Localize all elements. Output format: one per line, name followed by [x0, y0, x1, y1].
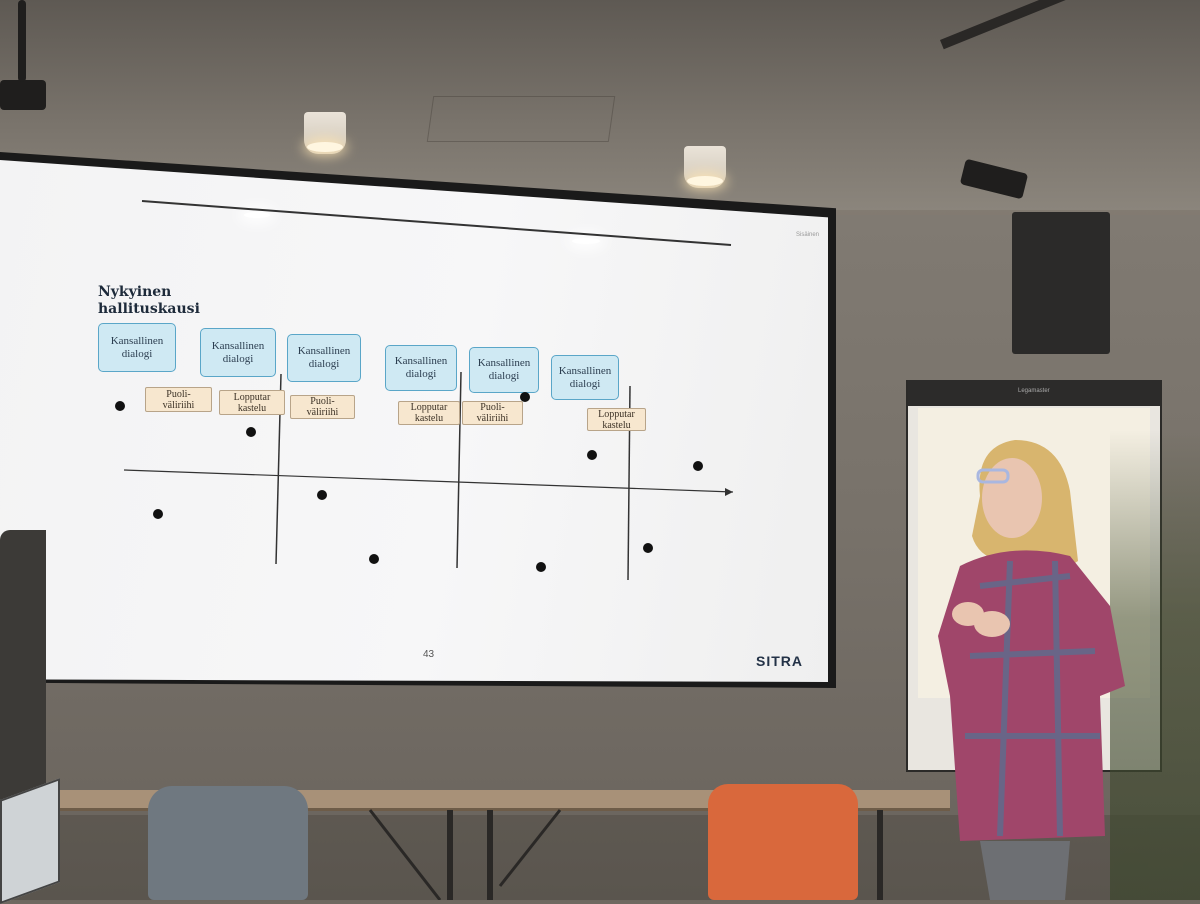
dialogue-box: Kansallinen dialogi — [98, 323, 176, 372]
sitra-logo: SITRA — [756, 653, 803, 669]
shirt-plaid — [965, 560, 1100, 837]
presenter-hand — [974, 611, 1010, 637]
timeline-dot — [246, 427, 256, 437]
dialogue-box: Kansallinen dialogi — [469, 347, 539, 393]
ceiling-downlight — [304, 112, 346, 154]
timeline-dot — [317, 490, 327, 500]
dialogue-box: Kansallinen dialogi — [385, 345, 457, 391]
presenter-face — [982, 458, 1042, 538]
wall-speaker — [1012, 212, 1110, 354]
slide-title: Nykyinen hallituskausi — [98, 284, 200, 317]
dialogue-box: Kansallinen dialogi — [287, 334, 361, 382]
light-reflection — [572, 238, 600, 244]
dialogue-box: Kansallinen dialogi — [551, 355, 619, 400]
slide-header-rule — [141, 200, 732, 246]
timeline-dot — [693, 461, 703, 471]
potted-plant — [1110, 430, 1200, 900]
timeline-dot — [587, 450, 597, 460]
timeline-arrowhead — [725, 488, 733, 496]
presenter — [938, 440, 1125, 900]
light-reflection — [244, 212, 270, 218]
timeline-dot — [520, 392, 530, 402]
table-legs — [368, 809, 883, 900]
timeline-axis — [123, 469, 734, 493]
timeline-dot — [536, 562, 546, 572]
timeline-dot — [643, 543, 653, 553]
timeline-dot — [115, 401, 125, 411]
audience-member — [0, 530, 46, 820]
presenter-trousers — [980, 841, 1070, 900]
flipchart-header — [908, 380, 1160, 406]
milestone-tag: Puoli- väliriihi — [462, 401, 523, 425]
milestone-tag: Puoli- väliriihi — [145, 387, 212, 412]
slide-page-number: 43 — [423, 649, 435, 660]
spotlight-mount — [18, 0, 26, 82]
track-spotlight — [0, 80, 46, 110]
orange-chair — [708, 784, 858, 900]
flipchart-brand: Legamaster — [1018, 388, 1050, 394]
milestone-tag: Puoli- väliriihi — [290, 395, 355, 419]
milestone-tag: Lopputar kastelu — [587, 408, 646, 431]
timeline-dot — [153, 509, 163, 519]
term-divider — [456, 371, 462, 569]
presenter-shirt — [938, 550, 1125, 841]
ceiling-downlight — [684, 146, 726, 188]
grey-chair — [148, 786, 308, 900]
milestone-tag: Lopputar kastelu — [219, 390, 285, 415]
milestone-tag: Lopputar kastelu — [398, 401, 460, 425]
timeline-dot — [369, 554, 379, 564]
glasses-icon — [976, 468, 1010, 484]
classification-label: Sisäinen — [796, 232, 820, 238]
dialogue-box: Kansallinen dialogi — [200, 328, 276, 377]
laptop — [0, 778, 60, 904]
